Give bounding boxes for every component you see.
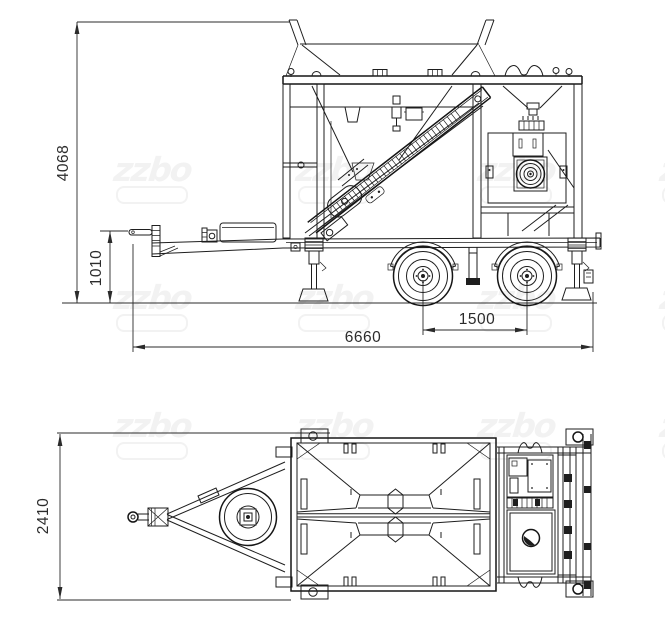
skip-conveyor bbox=[304, 86, 492, 242]
dim-text-axle-spacing: 1500 bbox=[459, 311, 495, 328]
chassis bbox=[151, 232, 602, 284]
dim-hitch-height: 1010 bbox=[88, 230, 128, 303]
side-view: 4068 1010 6660 1500 bbox=[55, 19, 602, 352]
hitch-eye-top bbox=[127, 511, 139, 523]
jack-pad bbox=[565, 428, 594, 446]
coupling-body bbox=[147, 507, 169, 527]
lifting-ring bbox=[565, 68, 573, 75]
spare-wheel bbox=[218, 487, 278, 547]
drive-motor bbox=[320, 216, 349, 242]
jack-rear bbox=[561, 237, 592, 301]
jack-handle-plate bbox=[197, 487, 220, 504]
dim-overall-height: 4068 bbox=[55, 21, 597, 304]
dome-lug bbox=[311, 71, 322, 77]
jack-pad bbox=[300, 428, 329, 444]
clamp bbox=[372, 69, 388, 77]
dim-text-overall-length: 6660 bbox=[345, 329, 381, 346]
dim-overall-length: 6660 bbox=[132, 244, 594, 352]
dim-overall-width: 2410 bbox=[35, 432, 330, 601]
dosing-fittings bbox=[344, 95, 424, 132]
hopper-outlet bbox=[387, 488, 404, 515]
rear-beam bbox=[582, 434, 592, 596]
rear-bracket bbox=[583, 269, 594, 284]
hopper-outlet bbox=[387, 516, 404, 543]
jack-front bbox=[298, 237, 329, 302]
fender-rear bbox=[491, 241, 563, 271]
dim-text-overall-width: 2410 bbox=[35, 498, 52, 534]
clamp-bracket bbox=[517, 576, 543, 588]
eye-bolt bbox=[552, 67, 560, 74]
a-frame-beams bbox=[166, 461, 286, 573]
dim-axle-spacing: 1500 bbox=[422, 280, 528, 335]
frame-post bbox=[472, 83, 482, 239]
top-view: 2410 bbox=[35, 428, 594, 601]
equipment-bay-top bbox=[497, 428, 594, 598]
flexible-sleeve bbox=[518, 120, 545, 131]
head-pulley bbox=[474, 95, 482, 103]
clamp bbox=[427, 69, 443, 77]
aggregate-hopper-side bbox=[285, 19, 496, 218]
rear-end-cap bbox=[595, 232, 602, 250]
fender-front bbox=[387, 241, 459, 271]
clamp-bracket bbox=[504, 65, 544, 77]
tow-hitch bbox=[128, 222, 277, 257]
drawbar-top bbox=[127, 446, 293, 588]
tail-pulley-housing bbox=[327, 185, 363, 218]
clamp-bracket bbox=[517, 442, 543, 454]
jockey-wheel-bracket bbox=[201, 227, 218, 243]
wheel-rear bbox=[496, 245, 558, 307]
grate-band bbox=[506, 496, 554, 509]
control-unit-top bbox=[506, 454, 554, 499]
dome-lug bbox=[470, 71, 481, 77]
vibrator-motor bbox=[405, 107, 423, 121]
pneumatic-valve bbox=[392, 95, 401, 105]
hitch-plate bbox=[151, 225, 161, 257]
hitch-eye bbox=[128, 229, 153, 236]
beam-mount-tab bbox=[275, 446, 293, 458]
jack-pad bbox=[300, 584, 329, 600]
bogie-pivot bbox=[466, 247, 480, 285]
jack-pad bbox=[565, 580, 594, 598]
beam-mount-tab bbox=[275, 576, 293, 588]
mixer-top bbox=[506, 509, 556, 575]
aggregate-hopper-top bbox=[290, 428, 497, 600]
mixer-port bbox=[521, 528, 541, 548]
mixer-flange bbox=[515, 159, 546, 189]
frame-post bbox=[282, 83, 291, 239]
frame-post bbox=[573, 83, 583, 239]
dim-text-overall-height: 4068 bbox=[55, 145, 72, 181]
wheel-front bbox=[392, 245, 454, 307]
mixer-unit-side bbox=[485, 85, 575, 236]
hopper-divider bbox=[297, 513, 490, 518]
dim-text-hitch-height: 1010 bbox=[88, 250, 105, 286]
